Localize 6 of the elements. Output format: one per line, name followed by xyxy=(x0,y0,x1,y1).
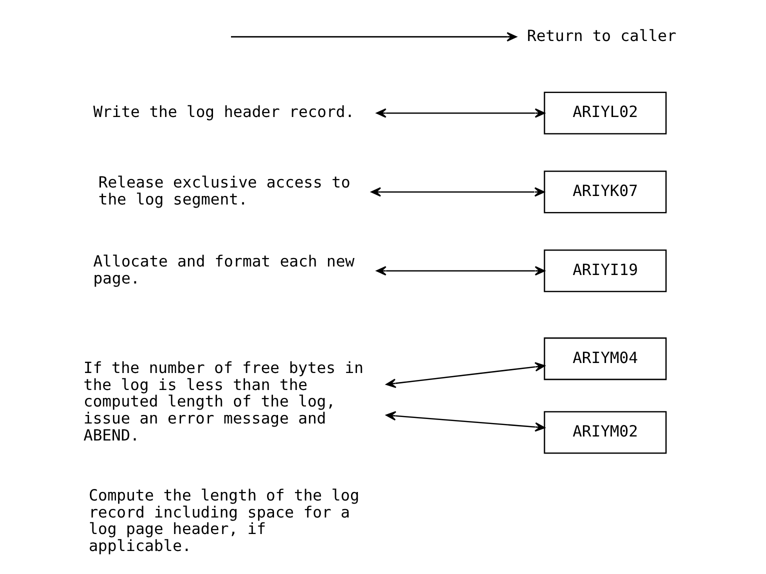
node-text: Release exclusive access to the log segment. xyxy=(98,174,350,208)
node-text: Return to caller xyxy=(526,26,676,45)
label: Compute the length of the log record including space for a log page header, if applicable. xyxy=(88,486,359,555)
node-text: Allocate and format each new page. xyxy=(92,252,354,288)
node-text: Write the log header record. xyxy=(92,103,354,122)
node-text: If the number of free bytes in the log is less than the computed length of the log, issue an error message and ABEND. xyxy=(83,359,363,444)
